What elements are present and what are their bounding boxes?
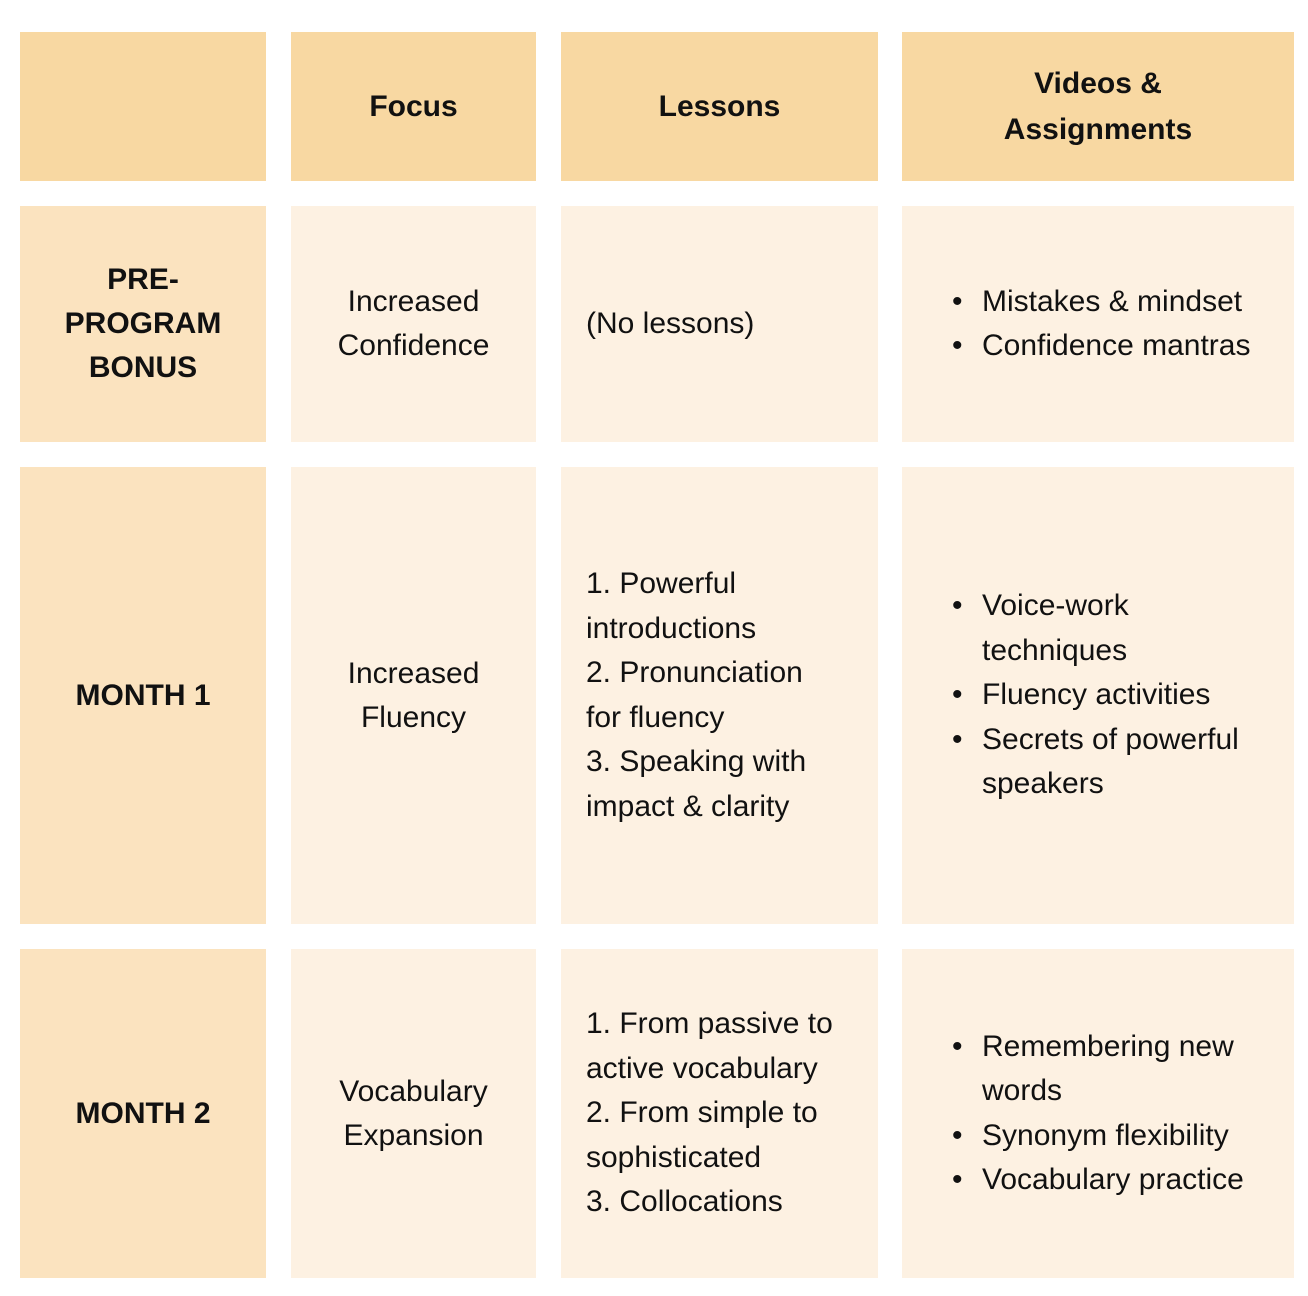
focus-cell: Increased Fluency xyxy=(291,467,536,924)
header-cell-videos: Videos & Assignments xyxy=(902,32,1294,181)
focus-text: Vocabulary Expansion xyxy=(339,1070,487,1158)
lesson-line: active vocabulary xyxy=(586,1051,818,1085)
header-cell-lessons: Lessons xyxy=(561,32,878,181)
focus-text: Increased Confidence xyxy=(338,280,490,368)
video-item-line: Mistakes & mindset xyxy=(982,284,1243,318)
video-item-line: speakers xyxy=(982,767,1104,801)
header-videos-label: Videos & Assignments xyxy=(1004,61,1192,153)
video-item-line: Secrets of powerful xyxy=(982,722,1239,756)
bullet-icon: • xyxy=(952,329,963,362)
lesson-line: 2. From simple to xyxy=(586,1096,818,1130)
lessons-text: 1. From passive to active vocabulary 2. … xyxy=(561,1002,851,1225)
videos-list: • Mistakes & mindset • Confidence mantra… xyxy=(902,280,1250,369)
focus-cell: Vocabulary Expansion xyxy=(291,949,536,1278)
header-cell-empty xyxy=(20,32,266,181)
lesson-line: (No lessons) xyxy=(586,306,755,340)
bullet-icon: • xyxy=(952,284,963,318)
lesson-line: for fluency xyxy=(586,700,725,734)
videos-list: • Remembering new words • Synonym flexib… xyxy=(902,1025,1244,1203)
bullet-icon: • xyxy=(952,722,963,756)
video-item-line: Fluency activities xyxy=(982,678,1211,712)
lesson-line: 3. Speaking with xyxy=(586,745,807,778)
focus-line: Vocabulary xyxy=(339,1074,488,1108)
row-label-cell: MONTH 2 xyxy=(20,949,266,1278)
bullet-icon: • xyxy=(952,1118,963,1152)
bullet-icon: • xyxy=(952,589,963,623)
header-videos-line-1: Videos & xyxy=(1034,66,1162,100)
bullet-icon: • xyxy=(952,678,963,712)
header-videos-line-2: Assignments xyxy=(1003,112,1193,146)
focus-line: Increased xyxy=(347,285,480,318)
video-item: • Confidence mantras xyxy=(952,324,1251,369)
lesson-line: impact & clarity xyxy=(586,789,790,823)
row-label: MONTH 1 xyxy=(76,674,211,718)
video-item: • Secrets of powerful speakers xyxy=(952,718,1239,807)
lessons-text: (No lessons) xyxy=(561,302,772,347)
row-label-line: BONUS xyxy=(88,351,198,384)
video-item-line: Confidence mantras xyxy=(982,329,1251,362)
video-item: • Remembering new words xyxy=(952,1025,1244,1114)
lesson-line: 1. Powerful xyxy=(586,567,737,600)
focus-line: Increased xyxy=(347,656,480,690)
focus-text: Increased Fluency xyxy=(348,652,480,740)
lessons-cell: (No lessons) xyxy=(561,206,878,442)
row-label-line: MONTH 2 xyxy=(75,1096,211,1130)
lesson-line: 2. Pronunciation xyxy=(586,656,803,689)
video-item: • Vocabulary practice xyxy=(952,1158,1244,1203)
videos-list: • Voice-work techniques • Fluency activi… xyxy=(902,584,1239,807)
lessons-cell: 1. Powerful introductions 2. Pronunciati… xyxy=(561,467,878,924)
row-label-line: PROGRAM xyxy=(64,307,222,340)
row-label: MONTH 2 xyxy=(76,1092,211,1136)
lesson-line: 1. From passive to xyxy=(586,1007,833,1041)
focus-cell: Increased Confidence xyxy=(291,206,536,442)
header-cell-focus: Focus xyxy=(291,32,536,181)
video-item-line: Synonym flexibility xyxy=(982,1118,1229,1152)
row-label-line: PRE- xyxy=(107,263,179,296)
focus-line: Expansion xyxy=(343,1118,484,1152)
focus-line: Fluency xyxy=(360,700,467,734)
video-item-line: words xyxy=(982,1074,1063,1107)
lessons-text: 1. Powerful introductions 2. Pronunciati… xyxy=(561,562,824,829)
videos-cell: • Voice-work techniques • Fluency activi… xyxy=(902,467,1294,924)
row-label-cell: MONTH 1 xyxy=(20,467,266,924)
videos-cell: • Remembering new words • Synonym flexib… xyxy=(902,949,1294,1278)
video-item: • Fluency activities xyxy=(952,673,1239,718)
video-item-line: Vocabulary practice xyxy=(982,1163,1244,1196)
lessons-cell: 1. From passive to active vocabulary 2. … xyxy=(561,949,878,1278)
video-item-line: techniques xyxy=(982,633,1128,667)
video-item-line: Voice-work xyxy=(982,589,1129,623)
row-label: PRE- PROGRAM BONUS xyxy=(65,258,222,390)
video-item: • Synonym flexibility xyxy=(952,1114,1244,1159)
video-item-line: Remembering new xyxy=(982,1029,1234,1063)
header-lessons-label: Lessons xyxy=(658,89,781,123)
bullet-icon: • xyxy=(952,1029,963,1063)
row-label-cell: PRE- PROGRAM BONUS xyxy=(20,206,266,442)
focus-line: Confidence xyxy=(337,329,490,362)
row-label-line: MONTH 1 xyxy=(75,678,211,712)
lesson-line: 3. Collocations xyxy=(586,1185,783,1219)
video-item: • Voice-work techniques xyxy=(952,584,1239,673)
bullet-icon: • xyxy=(952,1163,963,1196)
videos-cell: • Mistakes & mindset • Confidence mantra… xyxy=(902,206,1294,442)
lesson-line: introductions xyxy=(586,611,757,645)
header-focus-label: Focus xyxy=(369,89,458,123)
video-item: • Mistakes & mindset xyxy=(952,280,1250,325)
lesson-line: sophisticated xyxy=(586,1140,762,1174)
